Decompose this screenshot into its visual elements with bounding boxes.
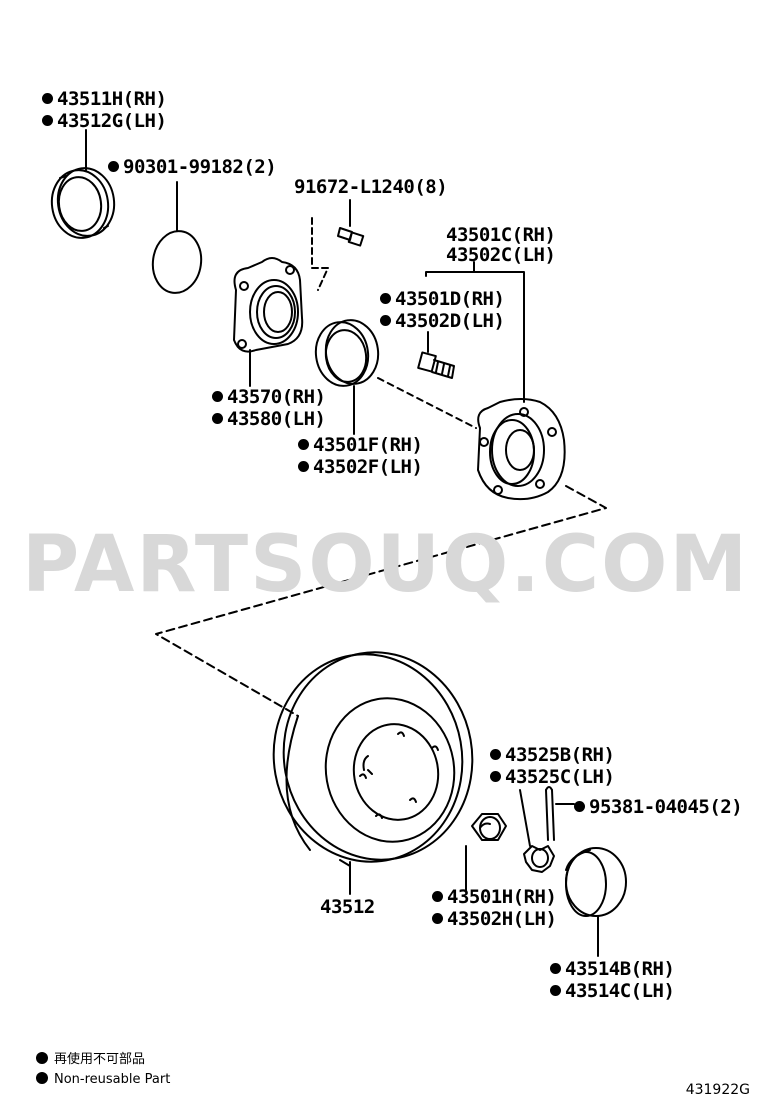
axle-hub bbox=[477, 398, 566, 501]
non-reusable-bullet-icon bbox=[490, 771, 501, 782]
hub-bearing-flange bbox=[233, 257, 304, 353]
cotter-pin bbox=[545, 786, 555, 841]
non-reusable-bullet-icon bbox=[42, 115, 53, 126]
oil-seal-outer bbox=[50, 167, 116, 239]
watermark-text: PARTSOUQ.COM bbox=[22, 520, 750, 610]
non-reusable-bullet-icon bbox=[212, 413, 223, 424]
hub-bolt bbox=[417, 351, 455, 379]
non-reusable-bullet-icon bbox=[108, 161, 119, 172]
legend-japanese: 再使用不可部品 bbox=[36, 1052, 145, 1068]
non-reusable-bullet-icon bbox=[36, 1072, 48, 1084]
part-label-43501d: 43501D(RH) bbox=[380, 288, 505, 310]
part-label-43502d: 43502D(LH) bbox=[380, 310, 505, 332]
part-label-43512: 43512 bbox=[320, 896, 375, 918]
non-reusable-bullet-icon bbox=[432, 891, 443, 902]
non-reusable-bullet-icon bbox=[432, 913, 443, 924]
part-label-43525c: 43525C(LH) bbox=[490, 766, 615, 788]
hub-nut bbox=[471, 813, 507, 841]
non-reusable-bullet-icon bbox=[490, 749, 501, 760]
non-reusable-bullet-icon bbox=[298, 439, 309, 450]
part-label-43570: 43570(RH) bbox=[212, 386, 326, 408]
non-reusable-bullet-icon bbox=[550, 963, 561, 974]
part-label-43512g: 43512G(LH) bbox=[42, 110, 167, 132]
bearing-ring bbox=[314, 319, 380, 387]
part-label-43514b: 43514B(RH) bbox=[550, 958, 675, 980]
non-reusable-bullet-icon bbox=[380, 293, 391, 304]
part-label-43501h: 43501H(RH) bbox=[432, 886, 557, 908]
non-reusable-bullet-icon bbox=[36, 1052, 48, 1064]
non-reusable-bullet-icon bbox=[42, 93, 53, 104]
dashed-guide bbox=[377, 377, 477, 429]
part-label-43525b: 43525B(RH) bbox=[490, 744, 615, 766]
part-label-43502f: 43502F(LH) bbox=[298, 456, 423, 478]
non-reusable-bullet-icon bbox=[380, 315, 391, 326]
part-label-91672-l1240: 91672-L1240(8) bbox=[294, 176, 448, 198]
part-label-43502h: 43502H(LH) bbox=[432, 908, 557, 930]
dashed-guide bbox=[155, 485, 607, 717]
brake-disc bbox=[272, 651, 474, 867]
bolt-small bbox=[337, 227, 365, 247]
part-label-95381-04045: 95381-04045(2) bbox=[574, 796, 743, 818]
part-label-43501f: 43501F(RH) bbox=[298, 434, 423, 456]
legend-english: Non-reusable Part bbox=[36, 1072, 170, 1088]
part-label-43580: 43580(LH) bbox=[212, 408, 326, 430]
non-reusable-bullet-icon bbox=[298, 461, 309, 472]
part-label-43502c: 43502C(LH) bbox=[446, 244, 556, 266]
part-label-43511h: 43511H(RH) bbox=[42, 88, 167, 110]
part-label-90301-99182: 90301-99182(2) bbox=[108, 156, 277, 178]
nut-lock bbox=[523, 845, 555, 873]
non-reusable-bullet-icon bbox=[212, 391, 223, 402]
dashed-guide bbox=[311, 217, 329, 291]
grease-cap bbox=[565, 847, 627, 917]
leader-line bbox=[519, 789, 531, 847]
o-ring bbox=[151, 230, 203, 294]
non-reusable-bullet-icon bbox=[550, 985, 561, 996]
non-reusable-bullet-icon bbox=[574, 801, 585, 812]
part-label-43501c: 43501C(RH) bbox=[446, 224, 556, 246]
part-label-43514c: 43514C(LH) bbox=[550, 980, 675, 1002]
diagram-code: 431922G bbox=[685, 1082, 750, 1098]
